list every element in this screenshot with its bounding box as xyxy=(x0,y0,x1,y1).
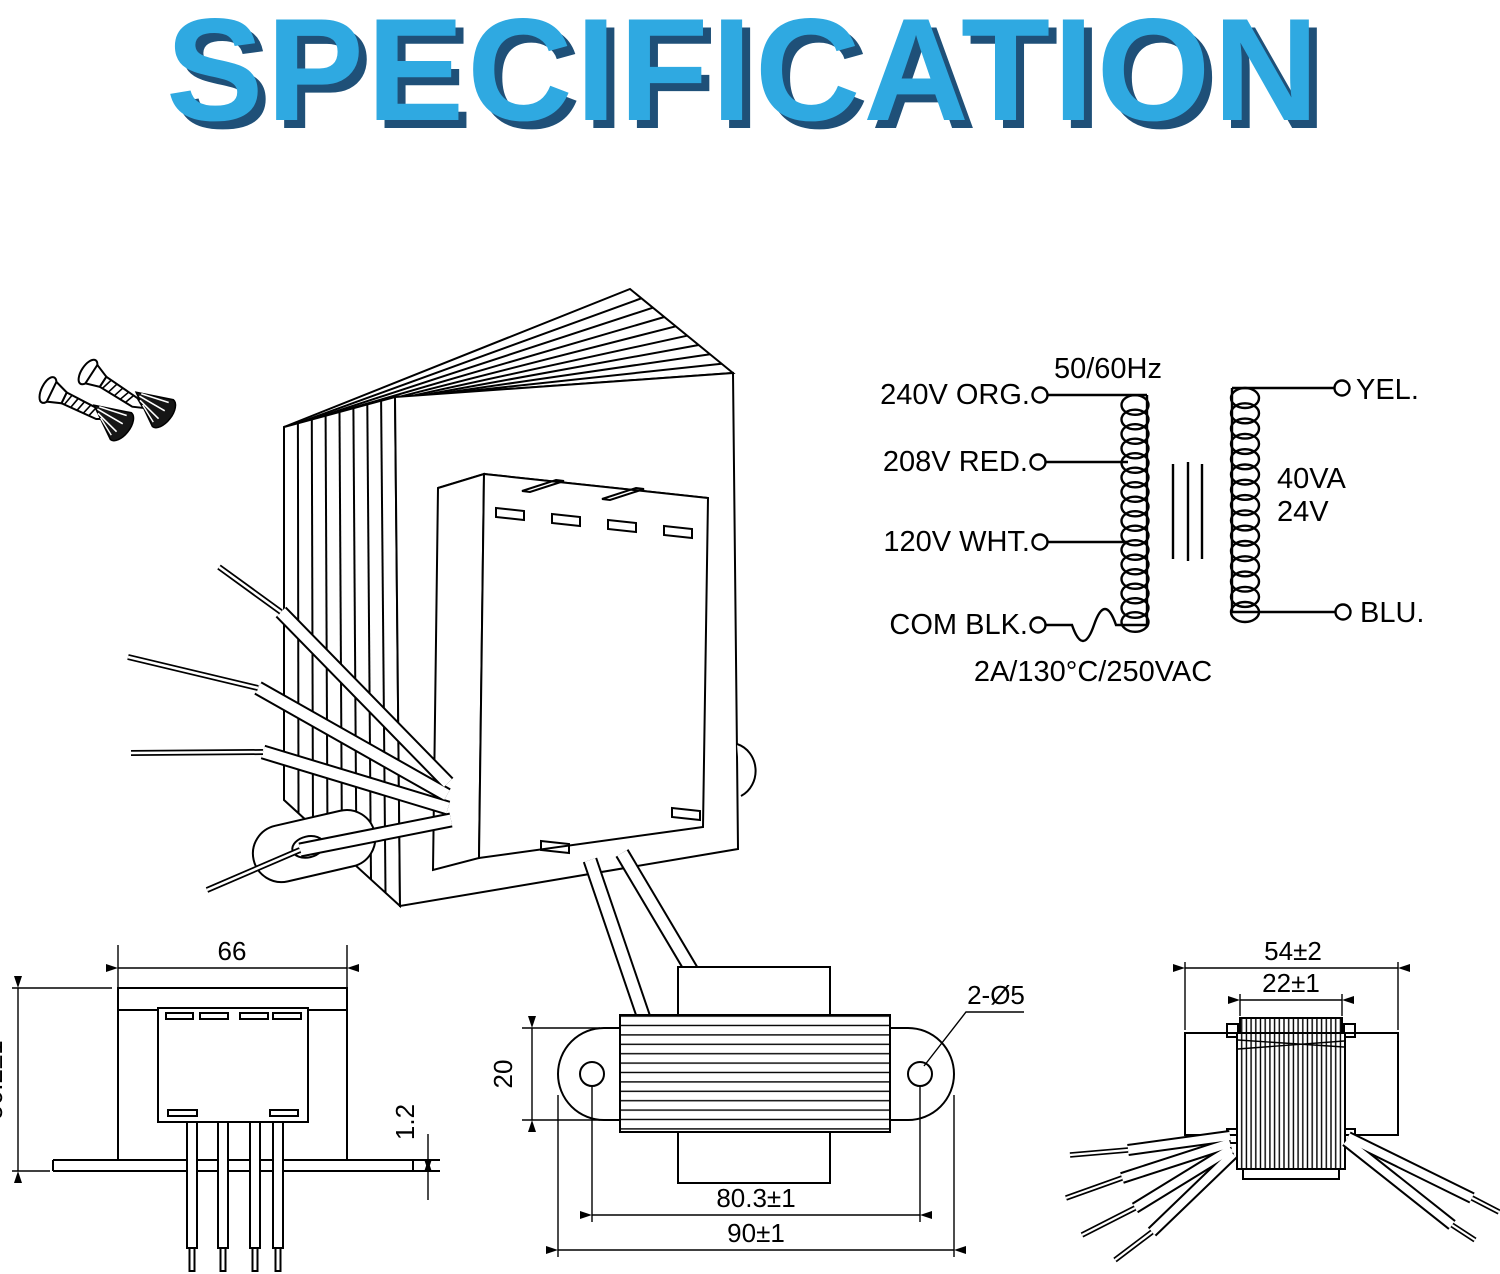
tap-com-label: COM BLK. xyxy=(889,609,1028,641)
frequency-label: 50/60Hz xyxy=(1054,353,1162,385)
mounting-hole-right xyxy=(907,1061,933,1087)
hole-leader-line xyxy=(923,1011,1024,1067)
tap-120v-label: 120V WHT. xyxy=(883,526,1030,558)
wiring-schematic: 50/60Hz 240V ORG. 208V RED. 120V WHT. CO… xyxy=(880,353,1424,688)
side-secondary-wires xyxy=(1342,1131,1500,1243)
terminal-120v xyxy=(1031,533,1049,551)
primary-coil xyxy=(1120,394,1150,633)
bobbin-slot xyxy=(663,524,693,540)
coil-bottom-cap xyxy=(1242,1168,1340,1180)
blue-lead-label: BLU. xyxy=(1360,597,1424,629)
terminal-blu xyxy=(1334,603,1352,621)
tap-240v-label: 240V ORG. xyxy=(880,379,1030,411)
dim-hole-spacing: 80.3±1 xyxy=(716,1183,795,1213)
thermal-protector-label: 2A/130°C/250VAC xyxy=(974,656,1212,688)
mounting-hole-left xyxy=(579,1061,605,1087)
thermal-fuse-symbol xyxy=(1045,607,1147,643)
page-title: SPECIFICATION xyxy=(166,0,1322,151)
bobbin-slot xyxy=(671,806,701,822)
terminal-208v xyxy=(1029,453,1047,471)
core-symbol xyxy=(1171,462,1204,561)
secondary-coil xyxy=(1229,386,1261,624)
bobbin-slot xyxy=(540,839,570,855)
side-coil xyxy=(1236,1032,1346,1170)
front-view-drawing: 66 56.2±1 1.2 xyxy=(0,936,440,1272)
top-view-drawing: 20 2-Ø5 80.3±1 90±1 xyxy=(488,966,1025,1257)
base-plate xyxy=(52,1159,440,1172)
dim-holes: 2-Ø5 xyxy=(967,980,1025,1010)
coil-top-cap xyxy=(1239,1017,1343,1034)
front-bobbin xyxy=(157,1007,309,1123)
side-view-drawing: 54±2 22±1 xyxy=(1065,936,1500,1263)
dim-plate-thickness: 1.2 xyxy=(390,1104,420,1140)
terminal-pins xyxy=(186,1121,284,1272)
dim-coil-width: 22±1 xyxy=(1262,968,1320,998)
yellow-lead-label: YEL. xyxy=(1356,374,1419,406)
bobbin-slot xyxy=(551,512,581,528)
dim-front-width: 66 xyxy=(218,936,247,966)
voltage-label: 24V xyxy=(1277,496,1329,528)
side-primary-wires xyxy=(1065,1130,1238,1263)
mounting-ear-right xyxy=(736,743,757,797)
bobbin-slot xyxy=(495,506,525,522)
tap-208v-label: 208V RED. xyxy=(883,446,1028,478)
bobbin-top-slot xyxy=(601,486,645,502)
terminal-yel xyxy=(1333,379,1351,397)
top-core-laminations xyxy=(619,1014,891,1133)
primary-lead-wires xyxy=(127,564,454,893)
bobbin-slot xyxy=(607,518,637,534)
terminal-240v xyxy=(1031,386,1049,404)
iso-transformer-drawing xyxy=(35,287,757,1081)
power-label: 40VA xyxy=(1277,463,1346,495)
dim-side-overall: 54±2 xyxy=(1264,936,1322,966)
terminal-com xyxy=(1029,616,1047,634)
dim-bracket-width: 20 xyxy=(488,1060,518,1089)
bobbin-top-slot xyxy=(521,478,565,494)
dim-overall-width: 90±1 xyxy=(727,1218,785,1248)
dim-front-height: 56.2±1 xyxy=(0,1040,8,1119)
bobbin xyxy=(431,472,710,872)
